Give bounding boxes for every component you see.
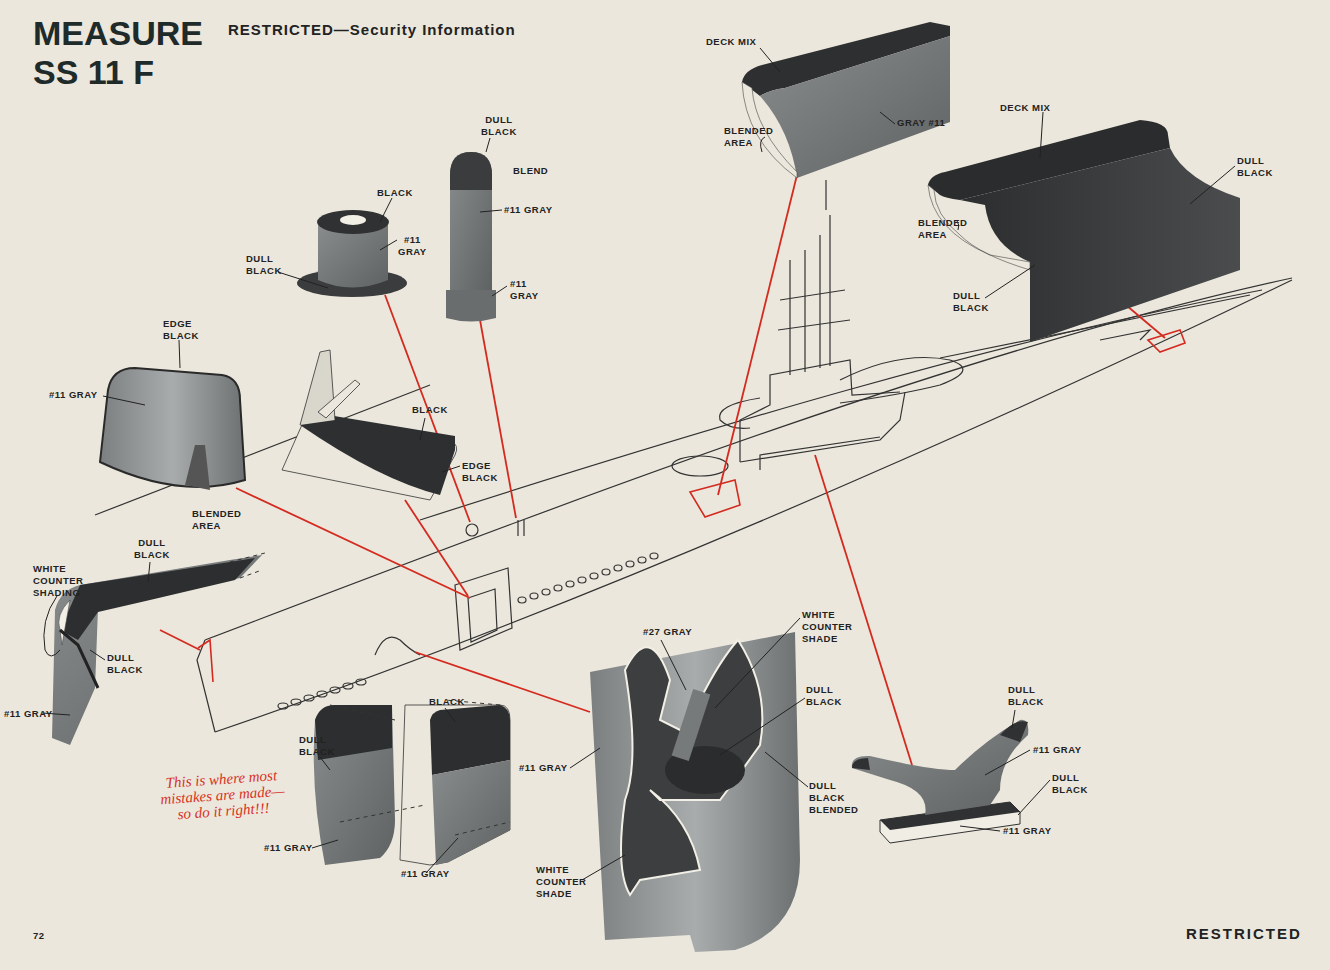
paint-label: DULL BLACK: [953, 290, 989, 314]
paint-label: BLENDED AREA: [724, 125, 773, 149]
paint-label: DECK MIX: [706, 36, 756, 48]
paint-label: #11 GRAY: [519, 762, 568, 774]
paint-label: DULL BLACK: [107, 652, 143, 676]
handwritten-note: This is where most mistakes are made—so …: [159, 768, 287, 824]
paint-label: DULL BLACK: [806, 684, 842, 708]
paint-label: DULL BLACK: [481, 114, 517, 138]
paint-label: EDGE BLACK: [462, 460, 498, 484]
paint-label: WHITE COUNTER SHADE: [536, 864, 586, 900]
paint-label: #11 GRAY: [264, 842, 313, 854]
paint-label: WHITE COUNTER SHADING: [33, 563, 83, 599]
paint-label: #11 GRAY: [1003, 825, 1052, 837]
paint-label: DULL BLACK: [134, 537, 170, 561]
paint-label: #27 GRAY: [643, 626, 692, 638]
paint-label: DECK MIX: [1000, 102, 1050, 114]
page-number: 72: [33, 930, 45, 942]
paint-label: BLACK: [377, 187, 413, 199]
paint-label: #11 GRAY: [510, 278, 539, 302]
measure-title: MEASURE SS 11 F: [33, 14, 208, 92]
paint-label: DULL BLACK: [246, 253, 282, 277]
paint-label: #11 GRAY: [398, 234, 427, 258]
paint-label: WHITE COUNTER SHADE: [802, 609, 852, 645]
paint-label: BLACK: [429, 696, 465, 708]
security-header: RESTRICTED—Security Information: [228, 21, 516, 40]
paint-label: GRAY #11: [897, 117, 945, 129]
paint-label: DULL BLACK BLENDED: [809, 780, 858, 816]
paint-label: #11 GRAY: [49, 389, 98, 401]
paint-label: EDGE BLACK: [163, 318, 199, 342]
paint-label: #11 GRAY: [4, 708, 53, 720]
paint-label: BLACK: [412, 404, 448, 416]
paint-label: BLENDED AREA: [918, 217, 967, 241]
footer-marking: RESTRICTED: [1186, 925, 1302, 944]
paint-label: #11 GRAY: [401, 868, 450, 880]
paint-label: DULL BLACK: [1237, 155, 1273, 179]
paint-label: #11 GRAY: [504, 204, 553, 216]
paint-label: BLEND: [513, 165, 548, 177]
paint-label: DULL BLACK: [1008, 684, 1044, 708]
paint-label: #11 GRAY: [1033, 744, 1082, 756]
paint-label: BLENDED AREA: [192, 508, 241, 532]
paint-label: DULL BLACK: [299, 734, 335, 758]
paint-label: DULL BLACK: [1052, 772, 1088, 796]
